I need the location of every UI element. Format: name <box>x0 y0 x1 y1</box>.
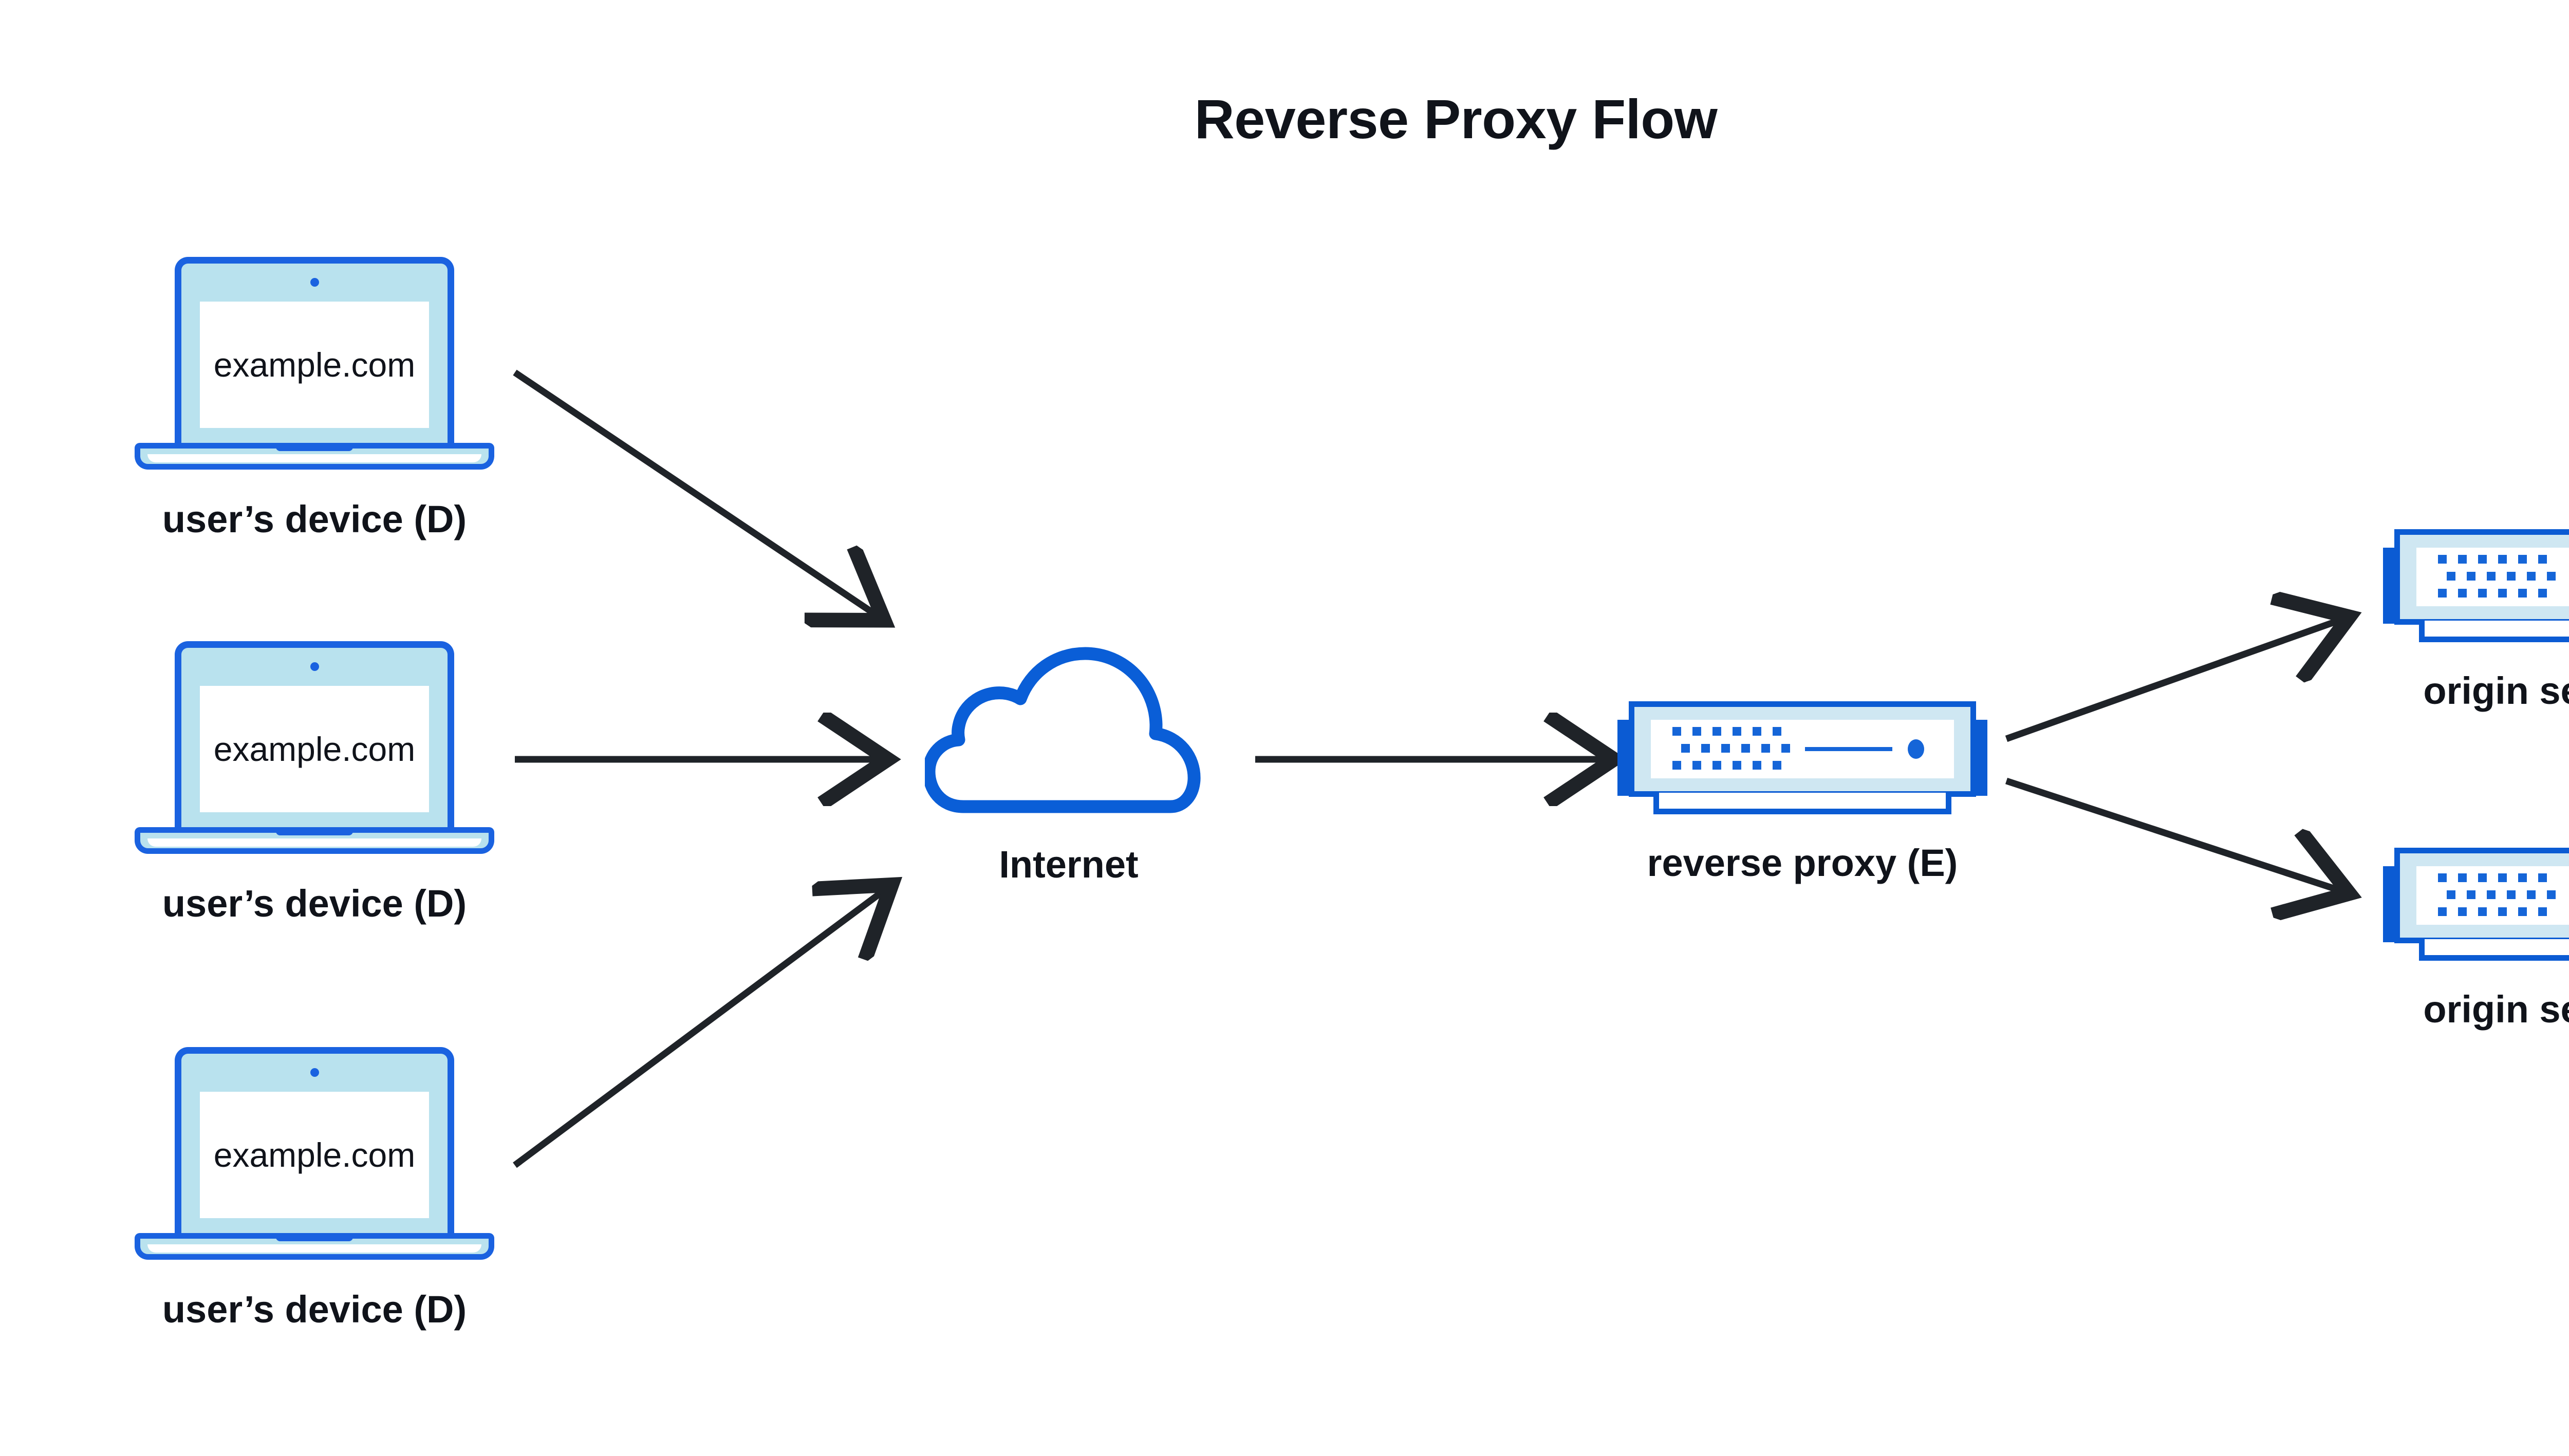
webcam-icon <box>310 278 319 287</box>
label-origin-server-2: origin server (F) <box>2423 988 2569 1031</box>
label-user-device-1: user’s device (D) <box>162 498 467 540</box>
laptop-hinge-notch <box>276 1233 353 1241</box>
laptop-icon: example.com <box>135 1047 494 1268</box>
node-user-device-3[interactable]: example.com user’s device (D) <box>135 1047 494 1330</box>
arrow-device3-to-internet <box>513 889 886 1168</box>
server-power-indicator-icon <box>1908 739 1924 759</box>
server-led-grid <box>2438 873 2556 918</box>
laptop-base-shine <box>147 1244 481 1253</box>
laptop-base-shine <box>147 838 481 847</box>
arrow-proxy-to-origin2 <box>2005 777 2343 891</box>
laptop-screen: example.com <box>200 1092 429 1218</box>
laptop-hinge-notch <box>276 443 353 451</box>
arrow-device1-to-internet <box>513 369 879 617</box>
server-icon <box>2383 848 2569 966</box>
node-reverse-proxy[interactable]: reverse proxy (E) <box>1617 701 1987 884</box>
laptop-screen: example.com <box>200 302 429 428</box>
laptop-base-shine <box>147 454 481 462</box>
node-user-device-1[interactable]: example.com user’s device (D) <box>135 257 494 540</box>
cloud-icon <box>925 632 1213 832</box>
node-origin-server-2[interactable]: origin server (F) <box>2383 848 2569 1030</box>
laptop-icon: example.com <box>135 257 494 478</box>
browser-url-text: example.com <box>213 1136 416 1174</box>
server-base-plate <box>2419 939 2569 961</box>
server-status-line <box>1805 747 1892 751</box>
browser-url-text: example.com <box>213 730 416 768</box>
laptop-lid: example.com <box>175 257 454 450</box>
node-origin-server-1[interactable]: origin server (F) <box>2383 529 2569 712</box>
arrow-proxy-to-origin1 <box>2005 619 2343 742</box>
server-body <box>2394 848 2569 943</box>
server-base-plate <box>2419 621 2569 642</box>
server-base-plate <box>1653 793 1951 814</box>
server-icon <box>2383 529 2569 647</box>
server-led-grid <box>1672 727 1790 771</box>
laptop-lid: example.com <box>175 641 454 834</box>
laptop-hinge-notch <box>276 827 353 835</box>
server-face <box>2416 548 2569 606</box>
laptop-icon: example.com <box>135 641 494 862</box>
label-reverse-proxy: reverse proxy (E) <box>1647 842 1958 884</box>
webcam-icon <box>310 1068 319 1077</box>
webcam-icon <box>310 662 319 671</box>
browser-url-text: example.com <box>213 346 416 384</box>
laptop-lid: example.com <box>175 1047 454 1240</box>
server-face <box>1651 720 1954 778</box>
server-body <box>2394 529 2569 625</box>
label-user-device-2: user’s device (D) <box>162 882 467 925</box>
server-face <box>2416 866 2569 925</box>
node-internet[interactable]: Internet <box>925 632 1213 885</box>
page-title: Reverse Proxy Flow <box>1194 88 1718 150</box>
node-user-device-2[interactable]: example.com user’s device (D) <box>135 641 494 924</box>
server-body <box>1629 701 1976 797</box>
server-led-grid <box>2438 555 2556 599</box>
label-internet: Internet <box>999 843 1139 886</box>
laptop-screen: example.com <box>200 686 429 812</box>
label-user-device-3: user’s device (D) <box>162 1288 467 1331</box>
label-origin-server-1: origin server (F) <box>2423 669 2569 712</box>
server-icon <box>1617 701 1987 819</box>
